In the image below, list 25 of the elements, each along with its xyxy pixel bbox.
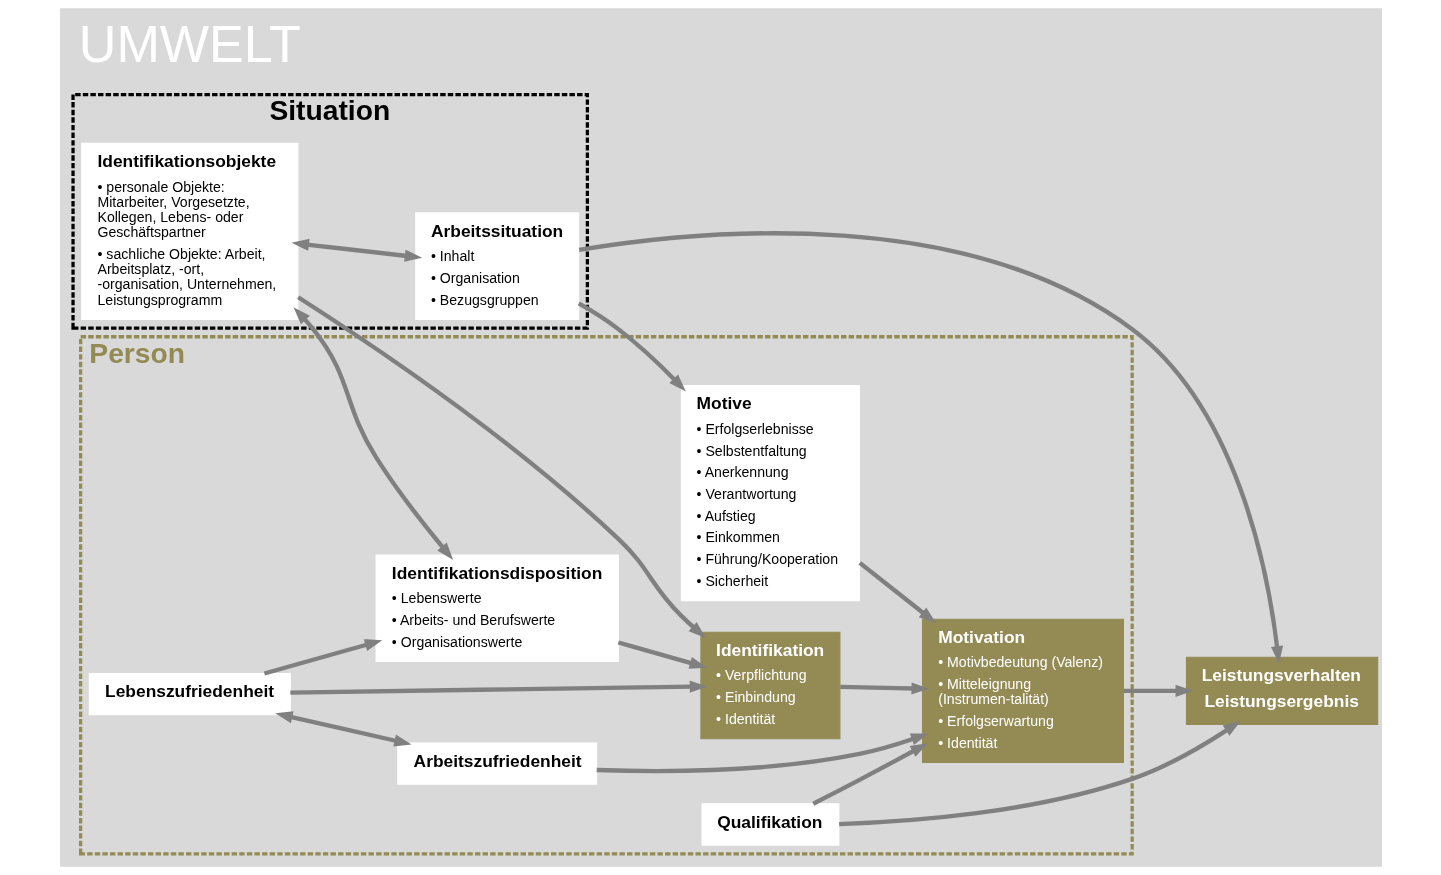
node-box: Motive • Erfolgserlebnisse • Selbstentfaltung • Anerkennung • Verantwortung • Aufstieg • Einkommen • Führung/Kooperation • Sicherheit xyxy=(680,385,860,602)
arrow xyxy=(596,733,928,774)
node-box: Qualifikation xyxy=(700,803,839,846)
node-box: Identifikationsdisposition • Lebenswerte • Arbeits- und Berufswerte • Organisationswerte xyxy=(375,554,619,663)
node-box: Motivation • Motivbedeutung (Valenz) • Mitteleignung (Instrumen-talität) • Erfolgserwartung • Identität xyxy=(921,618,1124,764)
arrow xyxy=(291,238,422,262)
arrow xyxy=(838,721,1241,827)
arrow xyxy=(293,307,453,560)
arrow xyxy=(578,231,1283,664)
node-box: Identifikationsobjekte • personale Objekte: Mitarbeiter, Vorgesetzte, Kollegen, Lebens- oder Geschäftspartner • sachliche Objekte: Arbeit, Arbeitsplatz, -ort, -organisation, Unternehmen, Leistungsprogramm xyxy=(80,142,298,320)
arrow xyxy=(296,295,706,639)
arrow xyxy=(289,680,707,695)
arrow xyxy=(1123,684,1193,697)
node-box: Arbeitssituation • Inhalt • Organisation • Bezugsgruppen xyxy=(414,212,579,320)
node-box: Lebenszufriedenheit xyxy=(88,672,291,716)
arrow xyxy=(857,561,936,624)
node-box: Arbeitszufriedenheit xyxy=(396,742,597,785)
arrow xyxy=(274,711,412,747)
arrow xyxy=(263,639,382,676)
node-box: Leistungsverhalten Leistungsergebnis xyxy=(1185,656,1378,726)
arrow xyxy=(839,682,929,695)
arrow xyxy=(617,640,707,669)
arrow xyxy=(577,301,686,392)
node-box: Identifikation • Verpflichtung • Einbindung • Identität xyxy=(699,631,840,740)
arrow xyxy=(811,743,928,806)
